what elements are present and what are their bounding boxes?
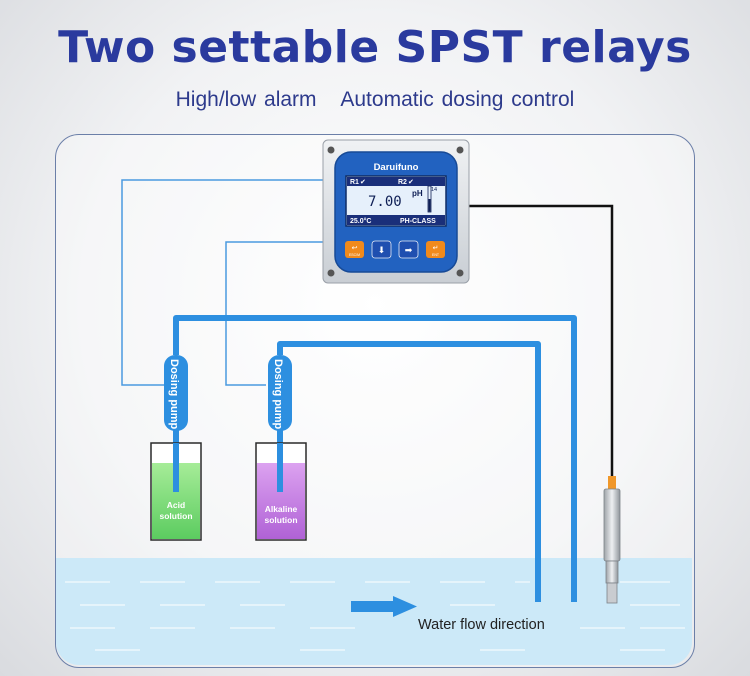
flow-direction-label: Water flow direction — [418, 617, 545, 633]
alkaline-pipe — [277, 341, 541, 602]
relay1-wire — [121, 179, 323, 386]
temperature-readout: 25.0°C — [350, 217, 371, 225]
page-subtitle: High/low alarm Automatic dosing control — [0, 88, 750, 112]
water-body — [56, 558, 692, 665]
ph-probe — [603, 476, 621, 604]
esc-label: ESC/M — [349, 253, 360, 257]
relay2-check-icon: ✔ — [408, 179, 414, 186]
relay1-indicator: R1 — [350, 179, 359, 186]
subtitle-alarm: High/low alarm — [175, 88, 317, 111]
down-button[interactable]: ⬇ — [371, 240, 392, 259]
down-arrow-icon: ⬇ — [378, 245, 386, 255]
probe-cable — [468, 204, 614, 478]
acid-label-2: solution — [159, 511, 192, 521]
relay2-wire — [225, 241, 323, 386]
enter-icon: ↵ — [433, 245, 439, 252]
relay1-check-icon: ✔ — [360, 179, 366, 186]
page-title: Two settable SPST relays — [58, 22, 692, 73]
scale-max: 14 — [431, 187, 437, 193]
water-ripples — [65, 581, 685, 651]
ph-controller: Daruifuno R1 ✔ R2 ✔ 7.00 pH 14 25.0°C PH… — [322, 139, 470, 284]
alkaline-label-1: Alkaline — [265, 504, 298, 514]
relay-wires — [121, 179, 323, 386]
dosing-pump-acid: Dosing pump — [164, 355, 188, 431]
flow-arrow-icon — [351, 596, 417, 617]
controller-buttons: ↩ ESC/M ⬇ ➡ ↵ ENT — [345, 240, 445, 259]
acid-tank: Acid solution — [150, 442, 202, 541]
relay2-indicator: R2 — [398, 179, 407, 186]
right-arrow-icon: ➡ — [405, 245, 413, 255]
enter-label: ENT — [432, 253, 440, 257]
back-icon: ↩ — [352, 245, 358, 252]
alkaline-tank: Alkaline solution — [255, 442, 307, 541]
subtitle-dosing: Automatic dosing control — [340, 88, 575, 111]
ph-unit: pH — [412, 189, 423, 198]
acid-pipe — [173, 315, 577, 602]
esc-button[interactable]: ↩ ESC/M — [345, 241, 364, 258]
right-button[interactable]: ➡ — [398, 240, 419, 259]
acid-label-1: Acid — [167, 500, 185, 510]
pump1-label: Dosing pump — [168, 359, 180, 430]
controller-brand: Daruifuno — [374, 162, 419, 173]
alkaline-label-2: solution — [264, 515, 297, 525]
ph-value: 7.00 — [368, 194, 402, 210]
enter-button[interactable]: ↵ ENT — [426, 241, 445, 258]
pump2-label: Dosing pump — [272, 359, 284, 430]
mode-readout: PH-CLASS — [400, 218, 436, 225]
dosing-pump-alkaline: Dosing pump — [268, 355, 292, 431]
ph-bar-gauge — [427, 185, 432, 213]
